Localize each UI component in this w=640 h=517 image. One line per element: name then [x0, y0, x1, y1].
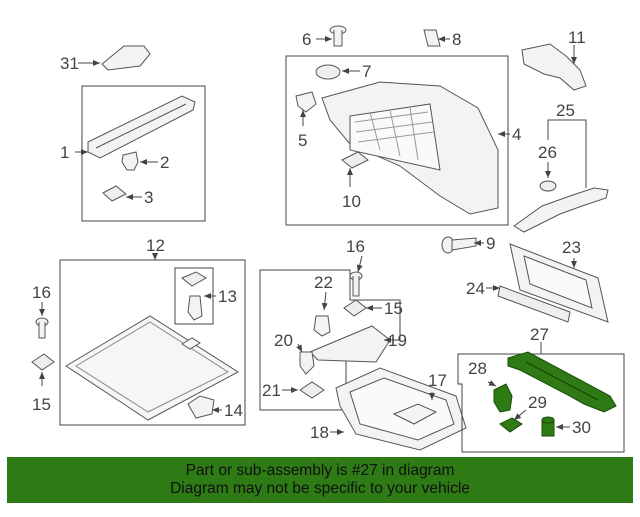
callout-16b: 16	[346, 237, 365, 256]
banner-line-2: Diagram may not be specific to your vehi…	[170, 480, 470, 497]
pad-part-21[interactable]	[299, 381, 325, 399]
callout-30: 30	[572, 418, 591, 437]
callout-6: 6	[302, 30, 311, 49]
callout-18: 18	[310, 423, 329, 442]
tray-part-18[interactable]	[335, 367, 467, 451]
clip-part-2[interactable]	[121, 151, 139, 171]
callout-21: 21	[262, 381, 281, 400]
bracket-part-19[interactable]	[309, 325, 391, 363]
strip-part-24[interactable]	[497, 285, 571, 323]
rail-part-25[interactable]	[513, 187, 609, 233]
callout-12: 12	[146, 236, 165, 255]
panel-part-23[interactable]	[509, 243, 609, 323]
clip-part-22[interactable]	[313, 315, 331, 337]
box-part-27	[457, 353, 625, 453]
callout-9: 9	[486, 234, 495, 253]
callout-29: 29	[528, 393, 547, 412]
callout-20: 20	[274, 331, 293, 350]
pin-part-9[interactable]	[441, 236, 477, 254]
screw-part-16a[interactable]	[35, 317, 49, 339]
callout-25: 25	[556, 101, 575, 120]
clip-part-5[interactable]	[295, 91, 317, 113]
clip-part-28[interactable]	[493, 383, 513, 413]
callout-17: 17	[428, 371, 447, 390]
pad-part-7[interactable]	[315, 64, 341, 80]
bracket-part-31[interactable]	[101, 45, 151, 71]
callout-8: 8	[452, 30, 461, 49]
callout-15a: 15	[32, 395, 51, 414]
bracket-lines-25	[547, 119, 587, 128]
pad-part-3[interactable]	[102, 185, 127, 202]
callout-24: 24	[466, 279, 485, 298]
hook-part-14[interactable]	[187, 395, 215, 419]
callout-28: 28	[468, 359, 487, 378]
clip-part-20[interactable]	[299, 351, 315, 375]
callout-31: 31	[60, 54, 79, 73]
rail-assembly-part-27[interactable]	[507, 351, 617, 413]
callout-labels: 1 2 3 31 6 8 7 5 10 4 11 9 25 26 23 24 1…	[32, 28, 591, 442]
callout-7: 7	[362, 62, 371, 81]
callout-14: 14	[224, 401, 243, 420]
pad-part-13[interactable]	[181, 271, 207, 321]
pad-part-15b[interactable]	[343, 299, 367, 317]
screw-part-16b[interactable]	[349, 271, 363, 297]
callout-1: 1	[60, 143, 69, 162]
pad-part-15a[interactable]	[31, 353, 55, 371]
callout-16a: 16	[32, 283, 51, 302]
sill-plate-part[interactable]	[87, 95, 196, 159]
box-part-19	[259, 269, 401, 411]
notice-banner: Part or sub-assembly is #27 in diagram D…	[7, 457, 633, 503]
callout-10: 10	[342, 192, 361, 211]
callout-19: 19	[388, 331, 407, 350]
callout-4: 4	[512, 125, 521, 144]
leader-lines	[39, 36, 577, 435]
callout-5: 5	[298, 131, 307, 150]
callout-13: 13	[218, 287, 237, 306]
cap-part-26[interactable]	[539, 180, 557, 192]
callout-26: 26	[538, 143, 557, 162]
callout-15b: 15	[384, 299, 403, 318]
trim-panel-part[interactable]	[321, 81, 499, 215]
callout-11: 11	[568, 28, 586, 47]
callout-23: 23	[562, 238, 581, 257]
box-part-4	[285, 55, 509, 226]
clip-part-8[interactable]	[423, 29, 441, 47]
pad-part-10[interactable]	[341, 151, 369, 169]
callout-22: 22	[314, 273, 333, 292]
callout-27: 27	[530, 325, 549, 344]
callout-3: 3	[144, 188, 153, 207]
banner-line-1: Part or sub-assembly is #27 in diagram	[185, 462, 455, 479]
callout-2: 2	[160, 153, 169, 172]
cap-part-30[interactable]	[541, 416, 555, 437]
pad-part-29[interactable]	[499, 417, 523, 433]
bracket-part-11[interactable]	[521, 43, 587, 91]
box-part-12	[59, 259, 246, 426]
load-floor-part[interactable]	[65, 315, 239, 421]
screw-part-6[interactable]	[329, 25, 347, 47]
